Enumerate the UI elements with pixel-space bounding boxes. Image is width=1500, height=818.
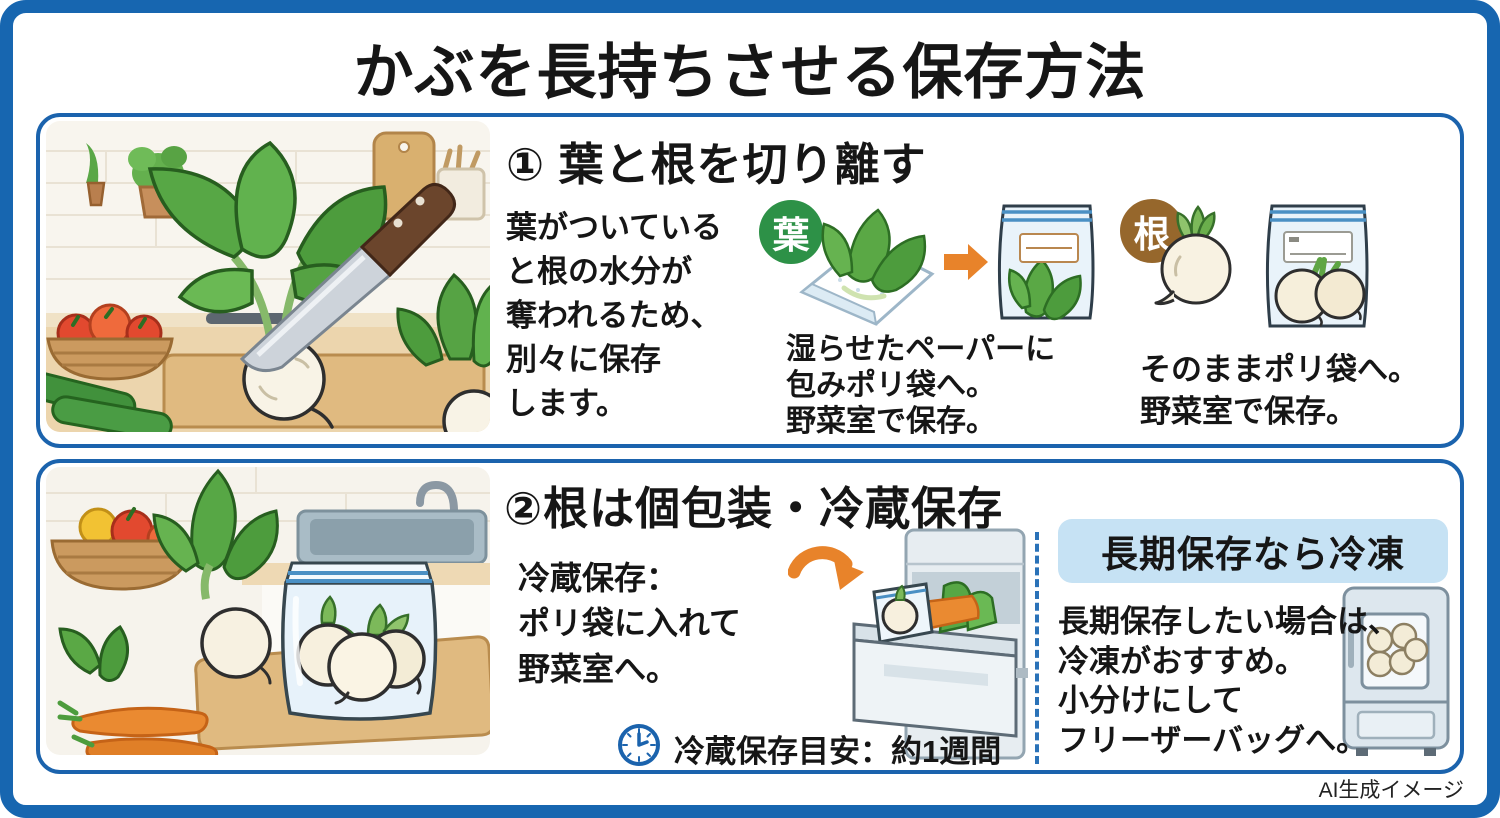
fridge-duration-note: 冷蔵保存目安：約1週間: [674, 734, 1002, 769]
freezer-illustration: [1336, 584, 1458, 762]
section1-description: 葉がついている と根の水分が 奪われるため、 別々に保存 します。: [506, 210, 723, 422]
refrigerate-caption: 冷蔵保存： ポリ袋に入れて 野菜室へ。: [518, 560, 742, 687]
page-title: かぶを長持ちさせる保存方法: [353, 39, 1147, 106]
credit-label: AI生成イメージ: [1318, 779, 1464, 802]
freeze-box-title: 長期保存なら冷凍: [1058, 519, 1448, 583]
kitchen-bag-illustration: [46, 467, 490, 755]
freeze-caption: 長期保存したい場合は、 冷凍がおすすめ。 小分けにして フリーザーバッグへ。: [1058, 604, 1399, 759]
curved-arrow-icon: [788, 542, 866, 608]
section1-heading: ① 葉と根を切り離す: [506, 139, 927, 190]
leaf-wrap-illustration: [792, 196, 1104, 334]
leaf-caption: 湿らせたペーパーに 包みポリ袋へ。 野菜室で保存。: [786, 333, 1056, 438]
right-arrow-icon: [944, 244, 988, 280]
clock-icon: [616, 722, 662, 768]
fridge-drawer-illustration: [848, 528, 1028, 766]
root-bag-illustration: [1262, 198, 1374, 334]
leaf-badge: 葉: [759, 200, 823, 264]
section2-heading: ②根は個包装・冷蔵保存: [504, 483, 1004, 534]
section2-divider: [1035, 532, 1039, 764]
kitchen-cutting-illustration: [46, 121, 490, 432]
turnip-icon: [1146, 205, 1246, 317]
root-caption: そのままポリ袋へ。 野菜室で保存。: [1140, 352, 1419, 429]
